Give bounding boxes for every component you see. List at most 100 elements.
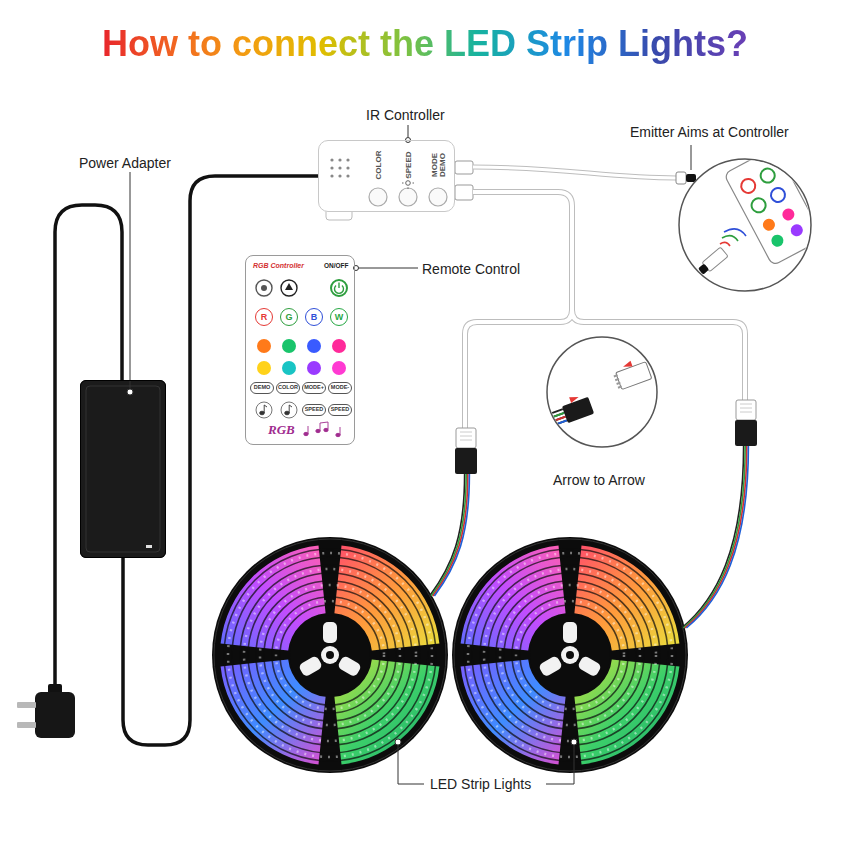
- emitter-inset: [724, 147, 824, 266]
- controller-body: [330, 158, 333, 161]
- remote-body: [245, 255, 355, 445]
- leader-dot: [571, 739, 577, 745]
- controller-body: [402, 177, 414, 189]
- connector-inset: [529, 409, 567, 433]
- leader-line: [691, 145, 692, 170]
- adapter-body: [80, 380, 166, 558]
- remote-body: [316, 429, 320, 432]
- device-title: Power Adapter: [79, 155, 171, 171]
- leader-dot: [395, 739, 401, 745]
- remote-body: [304, 432, 308, 435]
- controller-body: [318, 140, 455, 212]
- button-label: W: [335, 313, 344, 322]
- connector-inset: [615, 378, 619, 381]
- led-reel: [212, 537, 448, 773]
- controller-body: [369, 188, 387, 206]
- remote-body: [332, 339, 346, 353]
- ir-emitter: [686, 174, 696, 182]
- button-label: G: [285, 313, 292, 322]
- remote-body: [257, 361, 271, 375]
- connector-inset: [526, 391, 594, 435]
- mode-button: DEMO: [250, 382, 274, 394]
- wall-plug: [35, 692, 75, 738]
- wall-plug: [17, 702, 36, 708]
- emitter-inset: [720, 242, 730, 246]
- color-button: W: [330, 308, 348, 326]
- emitter-inset: [679, 147, 824, 291]
- controller-body: [402, 177, 414, 189]
- strip-connector: [460, 432, 472, 440]
- callout-label: Arrow to Arrow: [553, 472, 645, 488]
- device-title: Remote Control: [422, 261, 520, 277]
- remote-control: Remote ControlRGB ControllerON/OFFRGBRGB…: [245, 255, 355, 445]
- leader-line: [408, 125, 409, 137]
- remote-body: [285, 283, 293, 290]
- brand-label: RGB Controller: [253, 262, 304, 270]
- remote-body: [335, 283, 344, 294]
- emitter-inset: [720, 229, 746, 246]
- remote-body: [307, 361, 321, 375]
- remote-body: [331, 280, 347, 296]
- remote-body: [260, 405, 292, 415]
- connector-inset: [533, 420, 567, 432]
- remote-body: [282, 361, 296, 375]
- wall-plug: [17, 684, 75, 738]
- emitter-inset: [780, 206, 796, 222]
- leader-line: [130, 172, 131, 388]
- remote-body: [282, 339, 296, 353]
- ir-emitter: [676, 172, 696, 184]
- remote-body: [260, 411, 265, 415]
- remote-body: [256, 280, 272, 296]
- connector-inset: [614, 374, 618, 377]
- ir-controller: IR ControllerCOLORSPEEDMODE DEMO: [318, 140, 455, 212]
- leader-dot: [127, 389, 133, 395]
- rgb-wires: [433, 474, 468, 596]
- power-adapter: Power Adapter: [80, 380, 166, 558]
- controller-body: [399, 188, 417, 206]
- color-button: B: [305, 308, 323, 326]
- controller-body: [330, 174, 333, 177]
- remote-body: [332, 361, 346, 375]
- button-label: MODE-: [331, 385, 349, 391]
- controller-body: [429, 188, 447, 206]
- brand-logo: RGB: [268, 422, 295, 437]
- controller-body: [346, 174, 349, 177]
- emitter-inset: [739, 176, 758, 195]
- speed-button: SPEED: [302, 404, 326, 416]
- controller-body: [338, 158, 341, 161]
- device-title: IR Controller: [366, 107, 445, 123]
- mode-button: MODE-: [328, 382, 352, 394]
- remote-body: [261, 285, 267, 291]
- controller-body: [330, 158, 349, 177]
- speed-button: SPEED: [328, 404, 352, 416]
- rgb-wires: [430, 446, 749, 628]
- title: How to connect the LED Strip Lights?: [102, 22, 748, 66]
- remote-body: [257, 339, 271, 353]
- connector-inset: [526, 356, 652, 435]
- title-bar: How to connect the LED Strip Lights?: [0, 22, 850, 66]
- controller-body: [406, 181, 411, 186]
- white-cable: [473, 167, 676, 178]
- controller-body: [330, 166, 333, 169]
- strip-connector: [740, 404, 752, 412]
- emitter-inset: [758, 166, 777, 185]
- adapter-body: [86, 386, 160, 552]
- emitter-inset: [724, 147, 824, 266]
- mode-button: COLOR: [276, 382, 300, 394]
- rgb-wires: [434, 474, 469, 596]
- rgb-wires: [683, 446, 745, 628]
- remote-body: [281, 402, 297, 418]
- emitter-inset: [698, 263, 709, 274]
- wall-plug: [17, 722, 36, 728]
- adapter-body: [146, 545, 152, 548]
- color-button: G: [280, 308, 298, 326]
- button-label: COLOR: [278, 385, 298, 391]
- button-label: DEMO: [254, 385, 271, 391]
- controller-body: [346, 166, 349, 169]
- button-label: MODE+: [304, 385, 324, 391]
- button-label: SPEED: [405, 151, 413, 178]
- remote-body: [324, 428, 328, 431]
- connector-inset: [622, 361, 633, 370]
- mode-button: MODE+: [302, 382, 326, 394]
- strip-connector: [736, 400, 756, 420]
